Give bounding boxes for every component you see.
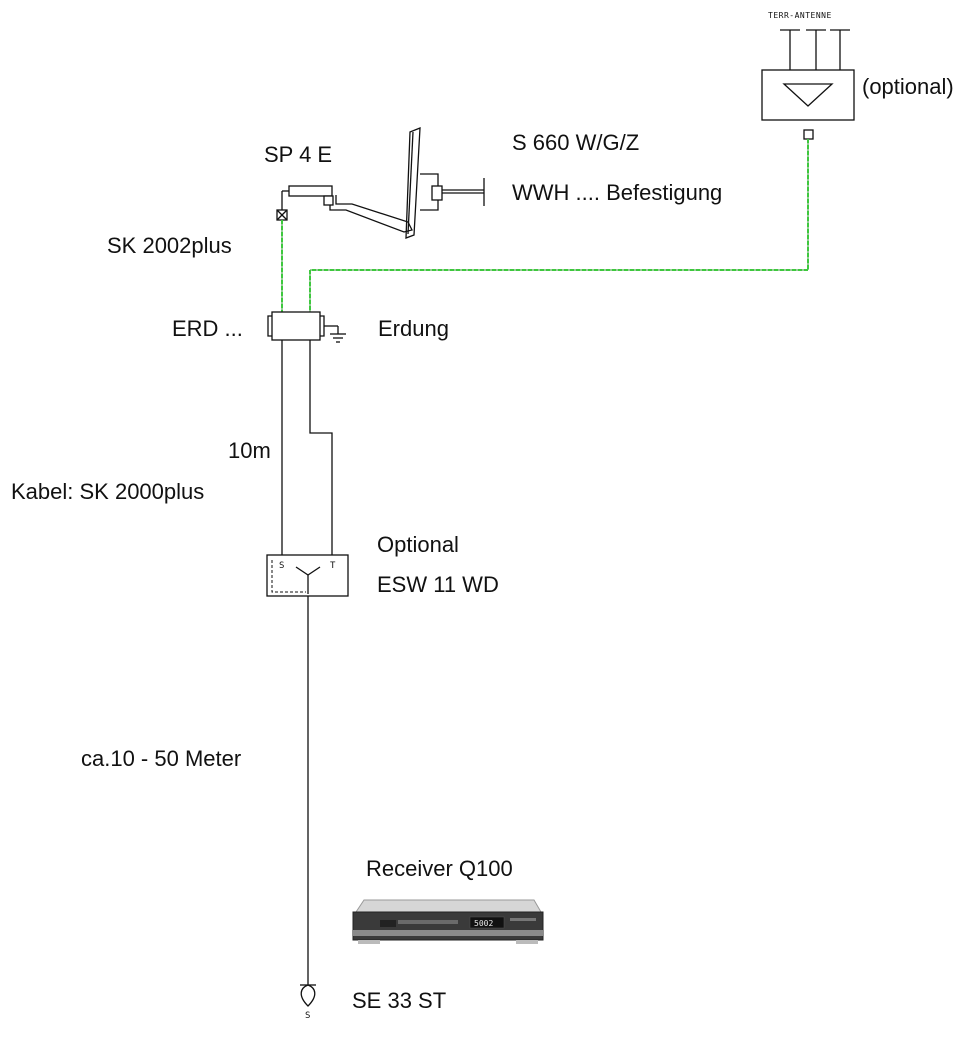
terr-antenne-label: TERR-ANTENNE xyxy=(768,11,832,20)
receiver-display: 5002 xyxy=(474,919,493,928)
dish-reflector-icon xyxy=(405,127,421,239)
length-short-label: 10m xyxy=(228,438,271,463)
ground-block: ERD ... Erdung xyxy=(172,311,449,343)
optional-paren-label: (optional) xyxy=(862,74,954,99)
switch-label: ESW 11 WD xyxy=(377,572,499,597)
main-cables xyxy=(281,340,333,555)
multiswitch: Optional ESW 11 WD S T xyxy=(266,532,499,597)
dish-model-label: S 660 W/G/Z xyxy=(512,130,639,155)
socket-s-label: S xyxy=(305,1011,310,1021)
antenna-output-connector xyxy=(803,129,814,140)
ground-block-body xyxy=(271,311,321,341)
switch-s-label: S xyxy=(279,561,284,571)
antenna-amplifier-box xyxy=(761,69,855,121)
amplifier-triangle-icon xyxy=(782,83,834,107)
mount-label: WWH .... Befestigung xyxy=(512,180,722,205)
socket-label: SE 33 ST xyxy=(352,988,446,1013)
receiver: Receiver Q100 5002 xyxy=(352,856,544,944)
length-long-label: ca.10 - 50 Meter xyxy=(81,746,241,771)
wall-socket: S SE 33 ST xyxy=(300,984,446,1021)
terr-coax-cable xyxy=(309,139,809,312)
ground-label: Erdung xyxy=(378,316,449,341)
ground-block-label: ERD ... xyxy=(172,316,243,341)
terrestrial-antenna: TERR-ANTENNE (optional) xyxy=(761,11,954,140)
switch-t-label: T xyxy=(330,561,336,571)
satellite-dish: S 660 W/G/Z SP 4 E WWH .... Befestigung xyxy=(264,127,722,239)
receiver-label: Receiver Q100 xyxy=(366,856,513,881)
socket-icon xyxy=(300,984,316,1007)
optional-label: Optional xyxy=(377,532,459,557)
cable-top-label: SK 2002plus xyxy=(107,233,232,258)
lnb-label: SP 4 E xyxy=(264,142,332,167)
lnb-icon xyxy=(288,185,333,197)
cable-main-label: Kabel: SK 2000plus xyxy=(11,479,204,504)
